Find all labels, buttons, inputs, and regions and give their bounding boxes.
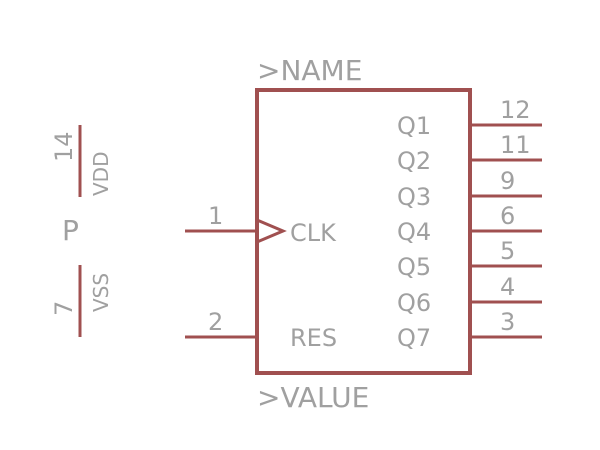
output-pin-number: 9 [500, 167, 515, 195]
clk-pin-number: 1 [208, 202, 223, 230]
res-pin-name: RES [290, 324, 337, 352]
output-pin-name: Q1 [397, 112, 431, 140]
output-pin-number: 4 [500, 273, 515, 301]
vdd-pin-number: 14 [50, 131, 78, 162]
vss-pin-number: 7 [50, 301, 78, 316]
clk-pin-name: CLK [290, 219, 337, 247]
output-pin-number: 3 [500, 308, 515, 336]
vss-pin-name: VSS [89, 273, 113, 312]
chip-body [255, 88, 472, 375]
output-pin-name: Q3 [397, 183, 431, 211]
output-pin-number: 6 [500, 202, 515, 230]
output-pin-name: Q7 [397, 324, 431, 352]
output-pin-name: Q5 [397, 253, 431, 281]
output-pin-number: 11 [500, 131, 531, 159]
value-label: >VALUE [257, 381, 369, 414]
power-label: P [62, 214, 79, 247]
output-pin-name: Q2 [397, 147, 431, 175]
name-label: >NAME [257, 54, 362, 87]
output-pin-name: Q4 [397, 218, 431, 246]
output-pin-number: 5 [500, 237, 515, 265]
output-pin-number: 12 [500, 96, 531, 124]
res-pin-number: 2 [208, 308, 223, 336]
clk-triangle-icon [256, 218, 287, 244]
vdd-pin-name: VDD [89, 152, 113, 196]
output-pin-name: Q6 [397, 289, 431, 317]
